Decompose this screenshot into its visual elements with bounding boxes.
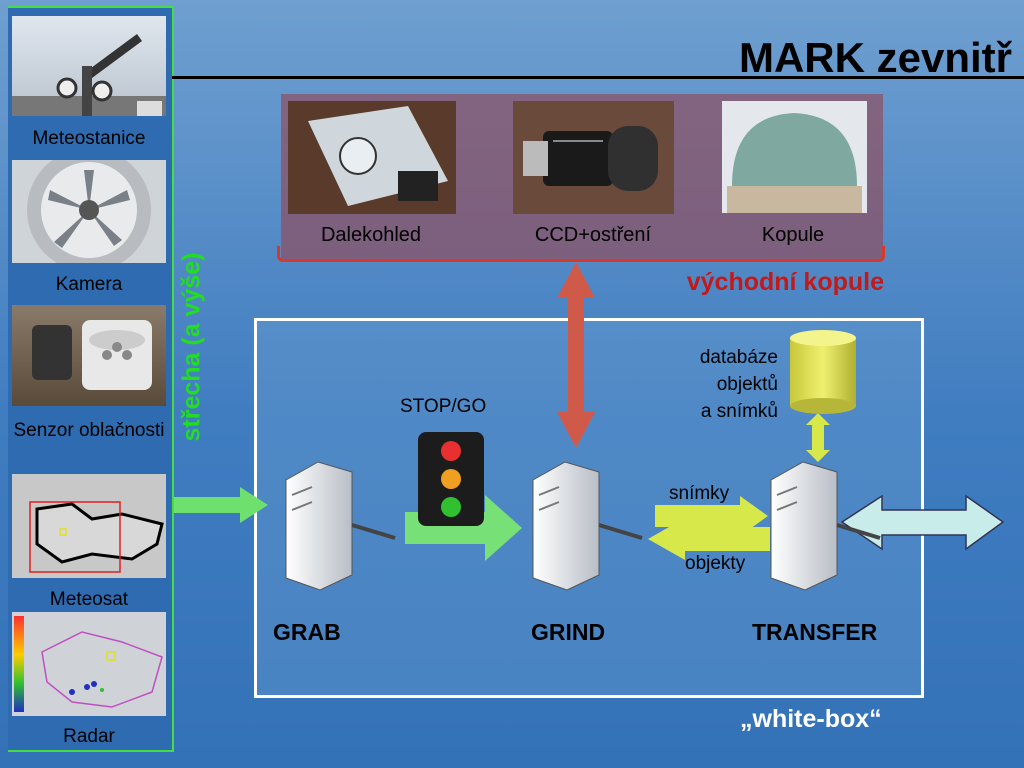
dome-image [722,101,867,213]
roof-arrow [174,487,268,523]
kamera-label: Kamera [55,274,123,295]
dome-grind-arrow [557,262,595,448]
output-arrow [840,494,1005,551]
grab-label: GRAB [273,619,341,645]
page-title: MARK zevnitř [738,34,1012,81]
cloud-sensor-image [12,305,166,406]
ccd-image [513,101,674,214]
dome-caption: východní kopule [686,268,884,296]
ccd-label: CCD+ostření [534,224,652,246]
kopule-label: Kopule [761,224,825,246]
grab-server-icon [285,461,396,591]
grind-label: GRIND [531,619,606,645]
meteostanice-label: Meteostanice [32,128,146,149]
objekty-arrow [648,518,770,560]
database-icon [790,330,856,414]
white-box-caption: „white-box“ [740,705,882,733]
database-line1: databáze [699,347,778,368]
transfer-server-icon [770,461,881,591]
radar-image [12,612,166,716]
database-label: databáze objektů a snímků [670,344,778,425]
transfer-label: TRANSFER [752,619,878,645]
camera-image [12,160,166,263]
traffic-light-icon [418,432,484,526]
database-line2: objektů [716,374,778,395]
senzor-label: Senzor oblačnosti [13,420,165,441]
meteosat-image [12,474,166,578]
stop-go-label: STOP/GO [400,396,487,417]
meteosat-label: Meteosat [49,589,129,610]
objekty-label: objekty [685,553,746,574]
grab-grind-arrow [405,495,522,561]
telescope-image [288,101,456,214]
meteostation-image [12,16,166,116]
dome-bracket [277,246,885,262]
snimky-label: snímky [669,483,730,504]
dalekohled-label: Dalekohled [320,224,422,246]
grind-server-icon [532,461,643,591]
radar-label: Radar [63,726,115,747]
database-line3: a snímků [700,401,778,422]
db-arrow [806,413,830,462]
title-underline [172,76,1024,79]
